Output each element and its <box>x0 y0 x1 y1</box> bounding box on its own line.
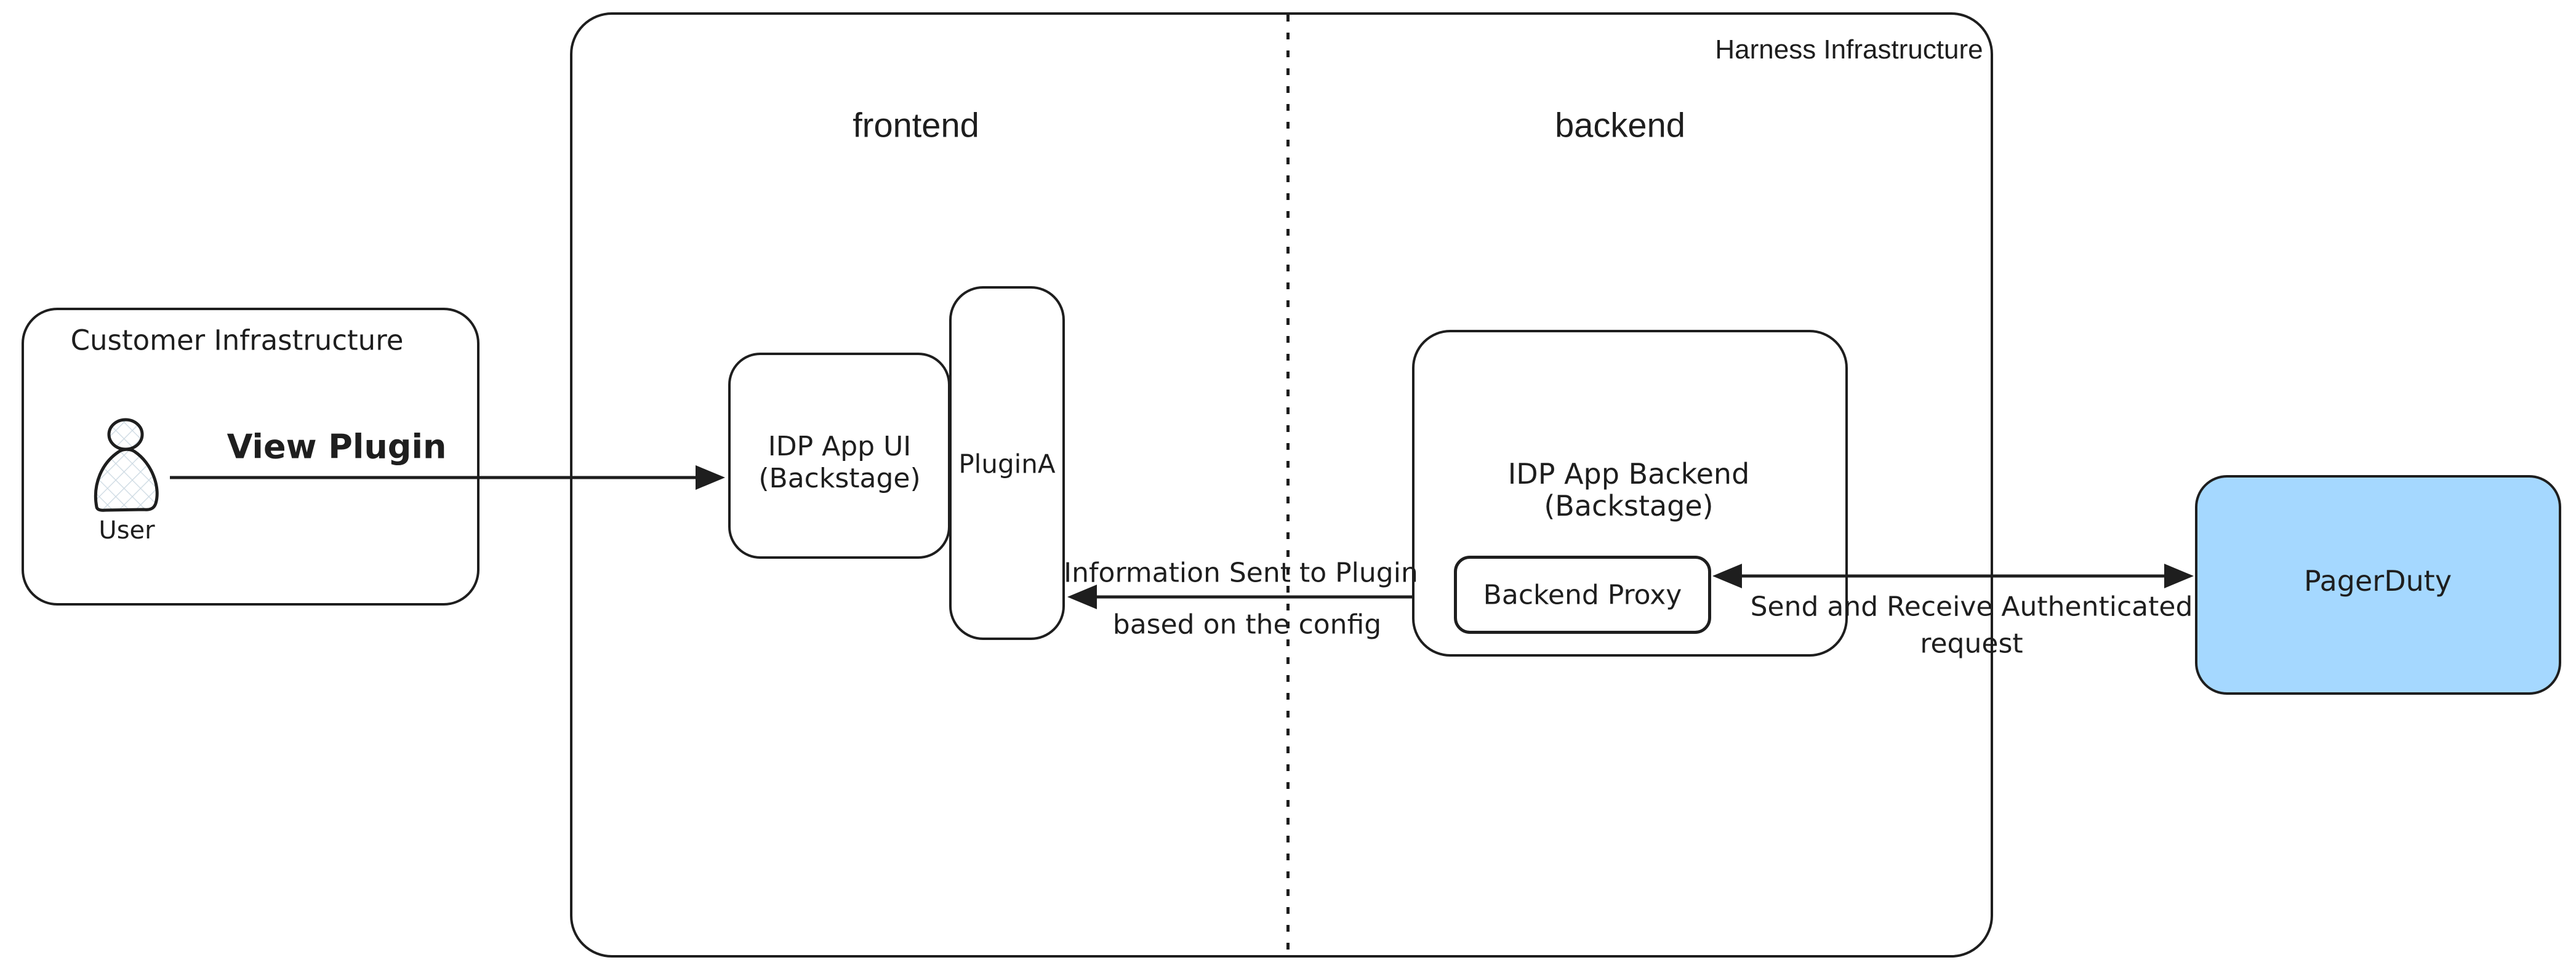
pagerduty-label: PagerDuty <box>2303 564 2452 598</box>
auth-arrow-label-line1: Send and Receive Authenticated <box>1750 591 2193 623</box>
idp-app-backend-label: IDP App Backend (Backstage) <box>1508 458 1750 522</box>
customer-infrastructure-title: Customer Infrastructure <box>70 324 404 357</box>
idp-app-backend-label-line2: (Backstage) <box>1544 489 1714 522</box>
info-arrow-label-line2: based on the config <box>1112 609 1382 641</box>
idp-app-ui-label-line2: (Backstage) <box>758 463 921 494</box>
frontend-backend-divider <box>1286 15 1290 956</box>
backend-proxy-box <box>1454 556 1711 634</box>
idp-app-backend-box <box>1412 330 1848 657</box>
idp-app-backend-label-line1: IDP App Backend <box>1507 457 1750 490</box>
harness-infrastructure-title: Harness Infrastructure <box>1715 34 1983 65</box>
idp-app-ui-label-line1: IDP App UI <box>768 431 912 462</box>
backend-proxy-label: Backend Proxy <box>1483 579 1682 611</box>
backend-section-label: backend <box>1555 105 1685 145</box>
plugin-a-label: PluginA <box>958 449 1056 479</box>
pagerduty-box <box>2195 475 2561 695</box>
plugin-a-box <box>949 286 1065 640</box>
info-arrow-label-line1: Information Sent to Plugin <box>1064 557 1418 589</box>
auth-arrow-label-line2: request <box>1920 628 2023 660</box>
user-label: User <box>98 516 155 545</box>
idp-app-ui-label: IDP App UI (Backstage) <box>758 431 920 495</box>
view-plugin-arrow-label: View Plugin <box>227 427 447 466</box>
harness-infrastructure-box <box>570 12 1993 958</box>
customer-infrastructure-box <box>22 308 479 606</box>
frontend-section-label: frontend <box>853 105 979 145</box>
